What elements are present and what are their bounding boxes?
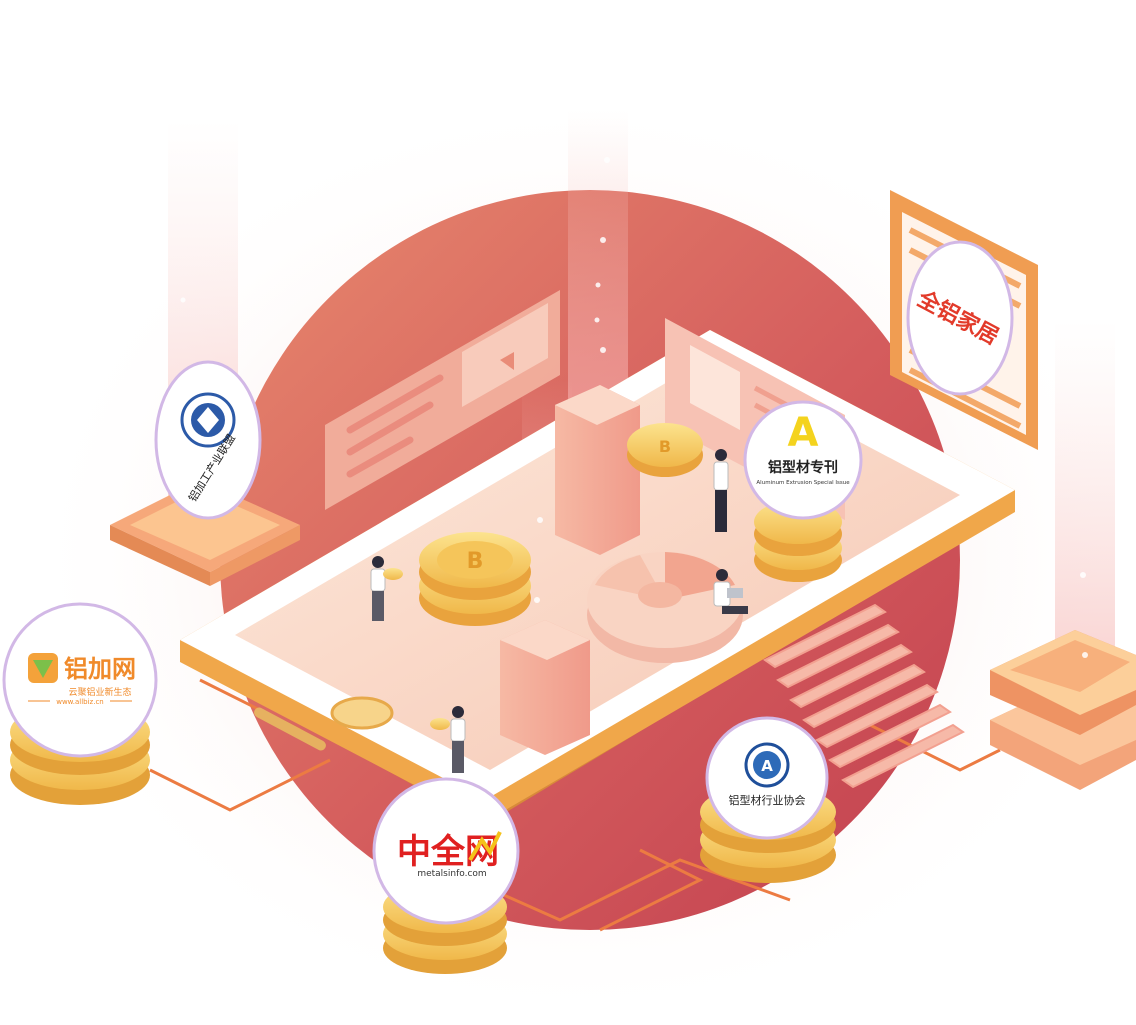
person xyxy=(713,569,748,614)
lvjia-slogan: 云聚铝业新生态 xyxy=(68,686,131,698)
speaker-slot xyxy=(254,707,326,751)
coin-stack: B xyxy=(419,532,531,626)
badge-xiehui[interactable]: A 铝型材行业协会 xyxy=(705,716,829,840)
zhuankan-name: 铝型材专刊 xyxy=(768,459,838,476)
lvjia-logo-icon xyxy=(28,653,58,683)
badge-zhuankan[interactable]: A 铝型材专刊 Aluminum Extrusion Special Issue xyxy=(743,400,863,520)
person xyxy=(713,449,729,532)
light-beam xyxy=(568,110,628,400)
platform-stack xyxy=(990,630,1136,790)
light-beam xyxy=(1055,320,1115,680)
xiehui-logo-letter: A xyxy=(761,757,773,775)
pie-chart xyxy=(587,552,743,663)
pillar xyxy=(500,620,590,755)
lvjia-name: 铝加网 xyxy=(64,655,136,683)
circuit-lines xyxy=(149,678,1001,932)
pillar xyxy=(555,385,640,555)
person xyxy=(370,556,403,621)
zhongquan-url: metalsinfo.com xyxy=(417,869,486,879)
badge-alliance[interactable]: 铝加工产业联盟 xyxy=(154,360,262,520)
platform xyxy=(110,480,300,586)
coin-symbol: B xyxy=(659,437,671,456)
badge-zhongquan[interactable]: 中全网 metalsinfo.com xyxy=(372,777,520,925)
zhongquan-name: 中全网 xyxy=(397,832,499,872)
floating-panel xyxy=(325,290,560,510)
sparkles xyxy=(180,157,1088,658)
zhuankan-subtitle: Aluminum Extrusion Special Issue xyxy=(756,480,850,486)
xiehui-name: 铝型材行业协会 xyxy=(729,793,806,807)
coin-symbol: B xyxy=(467,549,484,574)
badge-lvjia[interactable]: 铝加网 云聚铝业新生态 www.allbiz.cn xyxy=(2,602,158,758)
person xyxy=(430,706,466,773)
badge-jiaju[interactable]: 全铝家居 xyxy=(906,240,1014,396)
home-button xyxy=(330,696,394,730)
zhuankan-logo-icon: A xyxy=(788,410,819,456)
stairs xyxy=(763,603,965,789)
lvjia-url: www.allbiz.cn xyxy=(56,698,104,706)
coin: B xyxy=(627,423,703,477)
zhongquan-chart-icon xyxy=(468,831,502,862)
